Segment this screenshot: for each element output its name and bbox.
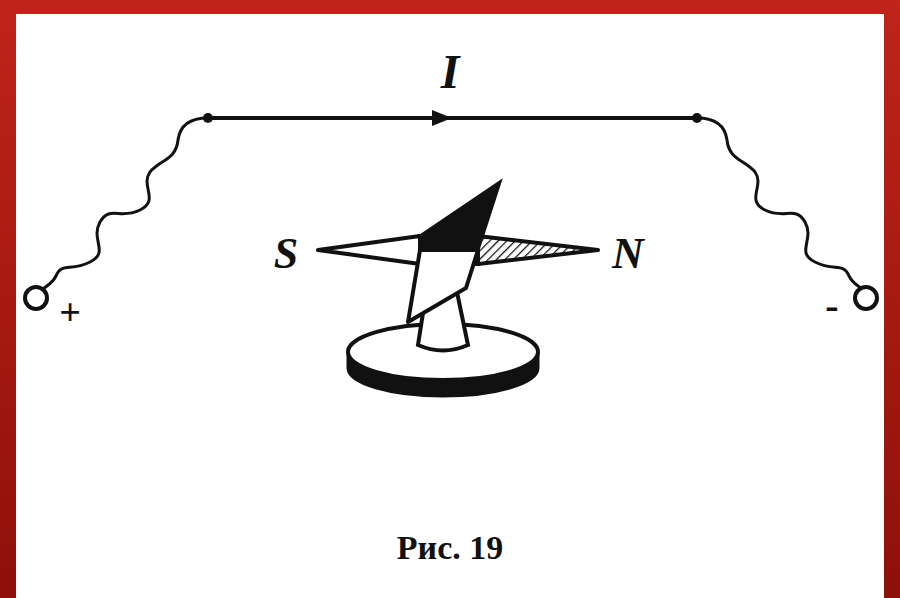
lead-wire (697, 118, 863, 290)
current-label: I (441, 48, 460, 96)
pole-label: N (612, 232, 644, 276)
current-arrow (432, 110, 452, 126)
conductor (208, 116, 697, 120)
terminal-sign: + (59, 293, 81, 331)
needle-fin (420, 182, 500, 250)
terminal (25, 287, 47, 309)
needle-fin (408, 250, 478, 322)
pole-label: S (274, 232, 298, 276)
sheet (16, 14, 884, 598)
terminal-sign: - (825, 286, 838, 326)
terminal (855, 287, 877, 309)
needle-north (478, 236, 598, 264)
figure-caption: Рис. 19 (397, 529, 503, 567)
needle-south (318, 236, 420, 264)
lead-wire (42, 118, 208, 290)
